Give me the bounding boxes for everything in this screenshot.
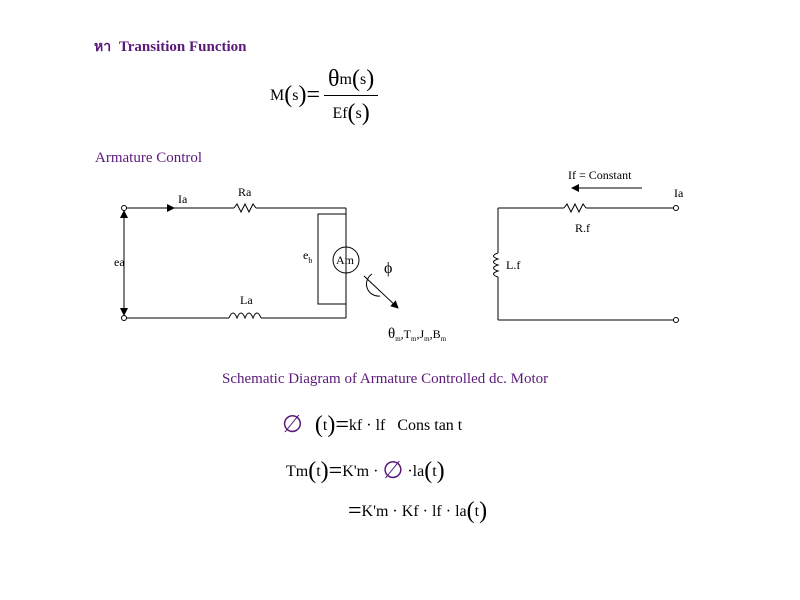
eq2-k: K'm · — [342, 463, 379, 480]
section-title: Armature Control — [95, 150, 203, 166]
heading-title: Transition Function — [118, 39, 247, 55]
rf-resistor-icon — [563, 202, 587, 214]
lf-inductor-icon — [493, 252, 500, 278]
empty-set-icon: ∅ — [382, 458, 404, 484]
page-heading: หา Transition Function — [94, 36, 247, 58]
ea-label: ea — [114, 255, 125, 269]
if-constant-label: If = Constant — [568, 168, 632, 182]
tf-arg: s — [292, 87, 299, 105]
eq1-rhs: kf · lf — [348, 417, 386, 434]
tf-denominator: Ef(s) — [324, 95, 379, 127]
transfer-function: M(s)= θm(s) Ef(s) — [270, 66, 379, 127]
armature-circuit — [120, 202, 399, 321]
motor-params-label: θm,Tm,Jm,Bm — [388, 326, 447, 343]
eq2-tail: ·la — [407, 463, 425, 480]
shaft-arrow-icon — [363, 275, 399, 309]
tf-numerator: θm(s) — [328, 66, 375, 92]
eq1-note: Cons tan t — [397, 417, 463, 434]
equation-torque: Tm(t)=K'm · ∅ ·la(t) — [286, 458, 445, 484]
ra-label: Ra — [238, 185, 252, 199]
field-circuit — [493, 184, 679, 323]
tf-lhs: M — [270, 87, 285, 105]
motor-label: Am — [336, 253, 355, 267]
eq3-rhs: K'm · Kf · lf · la — [361, 503, 467, 520]
heading-thai: หา — [94, 39, 112, 55]
back-emf-label: eb — [303, 248, 312, 265]
tf-fraction: θm(s) Ef(s) — [324, 66, 379, 127]
empty-set-icon: ∅ — [282, 412, 303, 438]
field-ia-label: Ia — [674, 186, 684, 200]
flux-label: ϕ — [384, 260, 392, 277]
equation-flux: ∅ (t)=kf · lf Cons tan t — [282, 412, 463, 438]
equation-torque-expanded: =K'm · Kf · lf · la(t) — [348, 498, 488, 524]
lf-label: L.f — [506, 258, 520, 272]
motor-frame — [317, 213, 347, 305]
ia-label: Ia — [178, 192, 188, 206]
ra-resistor-icon — [233, 202, 257, 214]
eq2-lhs: Tm — [286, 463, 309, 480]
diagram-caption: Schematic Diagram of Armature Controlled… — [222, 371, 549, 387]
la-label: La — [240, 293, 253, 307]
rf-label: R.f — [575, 221, 590, 235]
rotation-arc-icon — [366, 273, 381, 297]
la-inductor-icon — [228, 312, 262, 320]
